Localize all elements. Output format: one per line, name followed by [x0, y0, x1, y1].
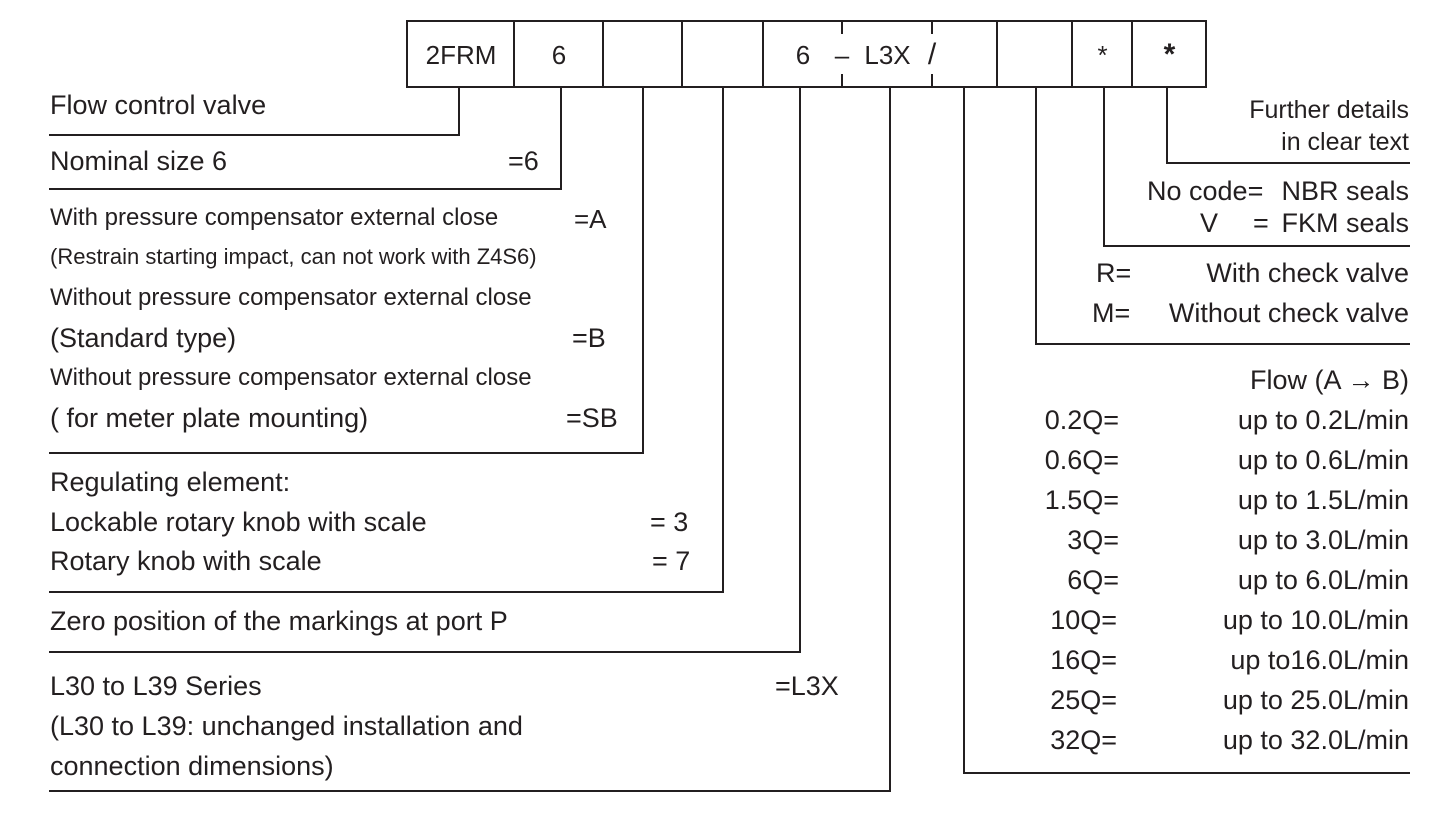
code-field-dash: – — [834, 39, 850, 70]
code-box-outline — [406, 20, 1207, 88]
flow-code: 0.6Q= — [1044, 445, 1119, 475]
compensator-sb-code: =SB — [566, 403, 618, 433]
leader-regulating — [49, 87, 724, 593]
compensator-a-label: With pressure compensator external close — [50, 204, 499, 231]
flow-control-valve-label: Flow control valve — [50, 90, 267, 120]
compensator-a-note: (Restrain starting impact, can not work … — [50, 244, 537, 269]
flow-code: 1.5Q= — [1044, 485, 1119, 515]
code-field-compensator — [604, 24, 682, 86]
flow-code: 3Q= — [1067, 525, 1119, 555]
leader-compensator — [49, 87, 644, 454]
compensator-a-code: =A — [574, 204, 607, 234]
flow-label: up to 0.6L/min — [1237, 445, 1409, 475]
leader-nominal-size — [49, 87, 562, 190]
flow-label: up to 0.2L/min — [1237, 405, 1409, 435]
code-field-slash: / — [927, 38, 937, 71]
code-field-regulating — [683, 24, 763, 86]
seals-nbr-label: NBR seals — [1281, 176, 1409, 206]
regulating-7-label: Rotary knob with scale — [50, 546, 322, 576]
seals-nbr-code: No code= — [1147, 176, 1264, 206]
leader-flow — [963, 87, 1410, 774]
series-note-1: (L30 to L39: unchanged installation and — [50, 711, 523, 741]
further-details-line-1: Further details — [1249, 96, 1409, 124]
code-field-series: L3X — [864, 39, 911, 70]
flow-code: 10Q= — [1050, 605, 1117, 635]
compensator-sb-note: ( for meter plate mounting) — [50, 403, 369, 433]
code-field-zero-position: 6 — [795, 39, 811, 70]
flow-label: up to 3.0L/min — [1237, 525, 1409, 555]
further-details-line-2: in clear text — [1281, 128, 1409, 156]
seals-fkm-equals: = — [1253, 208, 1269, 238]
regulating-7-code: = 7 — [652, 546, 691, 576]
series-code: =L3X — [775, 671, 839, 701]
check-m-label: Without check valve — [1168, 298, 1409, 328]
zero-position-label: Zero position of the markings at port P — [50, 606, 508, 636]
compensator-b-code: =B — [572, 323, 606, 353]
regulating-3-code: = 3 — [650, 507, 689, 537]
check-r-code: R= — [1096, 258, 1132, 288]
flow-code: 0.2Q= — [1044, 405, 1119, 435]
flow-code: 32Q= — [1050, 725, 1117, 755]
compensator-sb-label: Without pressure compensator external cl… — [50, 364, 532, 391]
code-field-further-details: * — [1163, 38, 1176, 71]
seals-fkm-label: FKM seals — [1281, 208, 1409, 238]
code-field-size: 6 — [551, 39, 567, 70]
leader-further-details — [1166, 87, 1410, 164]
compensator-b-label: Without pressure compensator external cl… — [50, 284, 532, 311]
flow-code: 16Q= — [1050, 645, 1117, 675]
nominal-size-code: =6 — [508, 146, 539, 176]
code-field-check-valve — [998, 24, 1072, 86]
flow-label: up to 1.5L/min — [1237, 485, 1409, 515]
seals-fkm-code: V — [1200, 208, 1219, 238]
nominal-size-label: Nominal size 6 — [50, 146, 228, 176]
regulating-title: Regulating element: — [50, 467, 291, 497]
code-field-seals: * — [1097, 39, 1108, 70]
leader-series — [49, 87, 891, 792]
code-field-type: 2FRM — [425, 39, 497, 70]
leader-zero-position — [49, 87, 801, 653]
series-label: L30 to L39 Series — [50, 671, 262, 701]
regulating-3-label: Lockable rotary knob with scale — [50, 507, 427, 537]
leader-flow-control-valve — [49, 87, 460, 136]
flow-label: up to 6.0L/min — [1237, 565, 1409, 595]
flow-label: up to 32.0L/min — [1222, 725, 1409, 755]
flow-label: up to 25.0L/min — [1222, 685, 1409, 715]
flow-code: 6Q= — [1067, 565, 1119, 595]
check-r-label: With check valve — [1206, 258, 1409, 288]
code-field-flow — [933, 24, 997, 86]
flow-label: up to 10.0L/min — [1222, 605, 1409, 635]
series-note-2: connection dimensions) — [50, 751, 334, 781]
flow-label: up to16.0L/min — [1230, 645, 1409, 675]
flow-title: Flow (A → B) — [1249, 365, 1409, 395]
leader-check-valve — [1035, 87, 1410, 345]
compensator-b-note: (Standard type) — [50, 323, 237, 353]
leader-seals — [1103, 87, 1410, 247]
check-m-code: M= — [1092, 298, 1131, 328]
flow-code: 25Q= — [1050, 685, 1117, 715]
